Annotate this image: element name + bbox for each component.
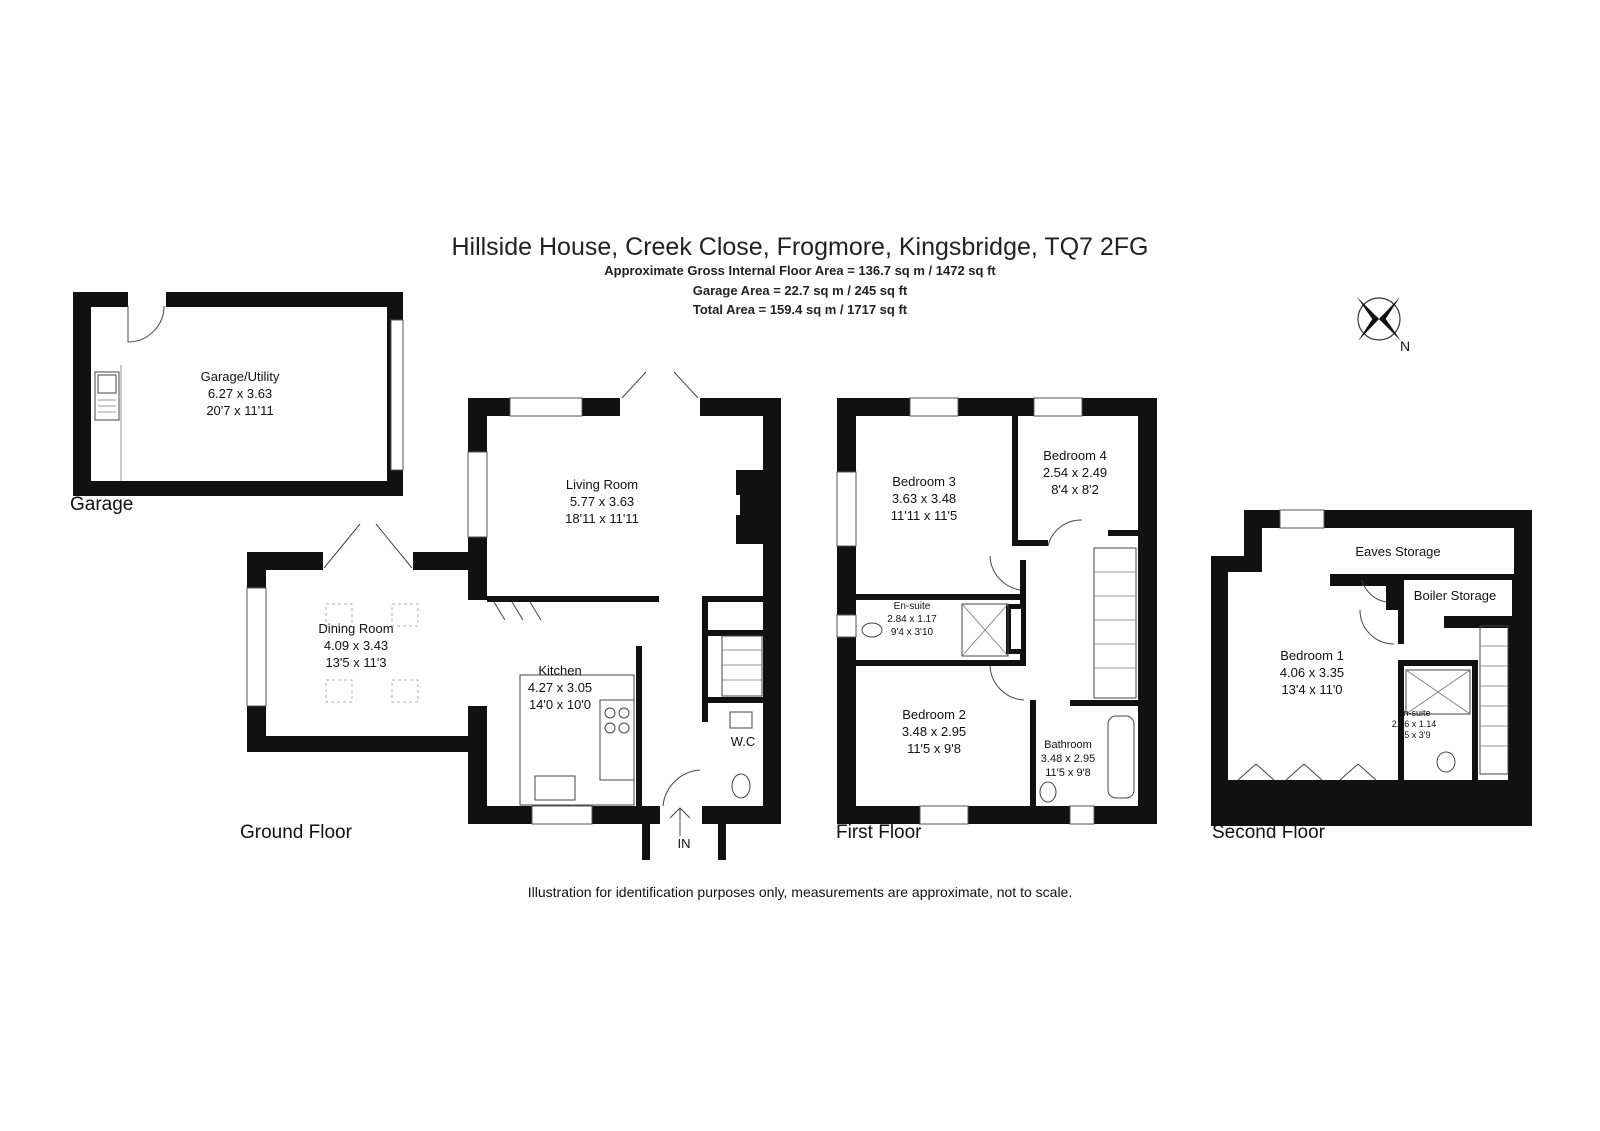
floor-label-first: First Floor	[836, 822, 922, 843]
compass-north-label: N	[1400, 338, 1410, 354]
bedroom-1-name: Bedroom 1	[1280, 648, 1344, 663]
garage-utility-metric: 6.27 x 3.63	[208, 386, 272, 401]
kitchen-metric: 4.27 x 3.05	[528, 680, 592, 695]
second-floor-plan: Eaves Storage Boiler Storage Bedroom 1 4…	[1211, 509, 1532, 826]
bedroom-3-imperial: 11'11 x 11'5	[891, 508, 957, 523]
bathroom-metric: 3.48 x 2.95	[1041, 753, 1095, 765]
bedroom-4-metric: 2.54 x 2.49	[1043, 465, 1107, 480]
living-room-imperial: 18'11 x 11'11	[565, 511, 639, 526]
bedroom-1-metric: 4.06 x 3.35	[1280, 665, 1344, 680]
bathroom-imperial: 11'5 x 9'8	[1045, 767, 1091, 779]
ensuite-first-imperial: 9'4 x 3'10	[891, 627, 934, 638]
eaves-storage-name: Eaves Storage	[1355, 544, 1440, 559]
bathroom-name: Bathroom	[1044, 739, 1092, 751]
bedroom-3-metric: 3.63 x 3.48	[892, 491, 956, 506]
ensuite-second-name: En-suite	[1397, 708, 1430, 718]
garage-utility-name: Garage/Utility	[201, 369, 280, 384]
dining-room-imperial: 13'5 x 11'3	[325, 655, 386, 670]
gross-area-text: Approximate Gross Internal Floor Area = …	[604, 263, 996, 278]
compass-icon: N	[1357, 297, 1410, 354]
bedroom-4-imperial: 8'4 x 8'2	[1051, 482, 1099, 497]
plan-title: Hillside House, Creek Close, Frogmore, K…	[451, 233, 1149, 261]
living-room-metric: 5.77 x 3.63	[570, 494, 634, 509]
floor-label-ground: Ground Floor	[240, 822, 352, 843]
ensuite-second-metric: 2.26 x 1.14	[1392, 719, 1437, 729]
ensuite-second-imperial: 7'5 x 3'9	[1398, 730, 1431, 740]
dining-room-metric: 4.09 x 3.43	[324, 638, 388, 653]
garage-area-text: Garage Area = 22.7 sq m / 245 sq ft	[692, 283, 908, 298]
living-room-name: Living Room	[566, 477, 638, 492]
garage-utility-imperial: 20'7 x 11'11	[206, 403, 273, 418]
bedroom-4-name: Bedroom 4	[1043, 448, 1107, 463]
ensuite-first-name: En-suite	[894, 601, 931, 612]
ground-floor-plan: W.C IN Living Room 5.77 x 3.63 18'11 x 1…	[246, 371, 781, 860]
ensuite-first-metric: 2.84 x 1.17	[887, 614, 937, 625]
bedroom-2-name: Bedroom 2	[902, 707, 966, 722]
floor-label-second: Second Floor	[1212, 822, 1326, 843]
bedroom-3-name: Bedroom 3	[892, 474, 956, 489]
boiler-storage-name: Boiler Storage	[1414, 588, 1496, 603]
bedroom-2-metric: 3.48 x 2.95	[902, 724, 966, 739]
bedroom-1-imperial: 13'4 x 11'0	[1281, 682, 1342, 697]
disclaimer: Illustration for identification purposes…	[527, 884, 1073, 900]
dining-room-name: Dining Room	[318, 621, 393, 636]
total-area-text: Total Area = 159.4 sq m / 1717 sq ft	[692, 302, 908, 317]
bedroom-2-imperial: 11'5 x 9'8	[907, 741, 961, 756]
kitchen-imperial: 14'0 x 10'0	[529, 697, 591, 712]
wc-name: W.C	[731, 734, 756, 749]
garage-plan: Garage/Utility 6.27 x 3.63 20'7 x 11'11	[73, 292, 404, 496]
kitchen-name: Kitchen	[538, 663, 581, 678]
entrance-label: IN	[678, 836, 691, 851]
first-floor-plan: Bedroom 3 3.63 x 3.48 11'11 x 11'5 Bedro…	[836, 397, 1157, 825]
floor-label-garage: Garage	[70, 494, 134, 515]
